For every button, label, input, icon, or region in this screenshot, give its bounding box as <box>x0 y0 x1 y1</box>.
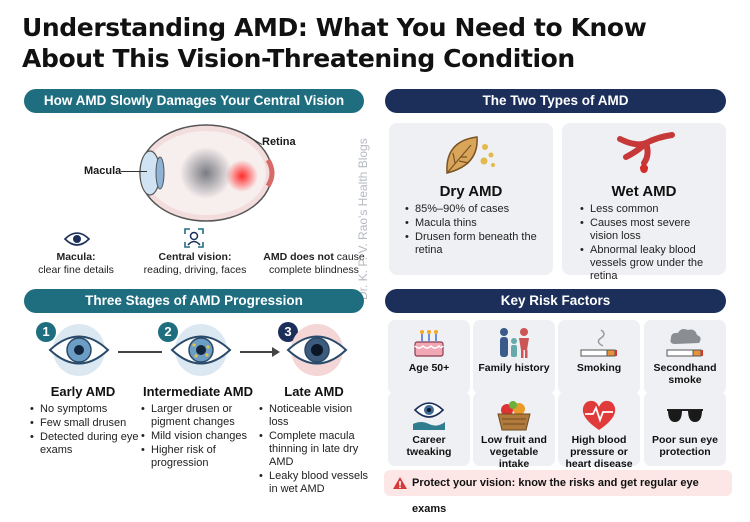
heart-pulse-icon <box>582 400 616 430</box>
risk-sun-protection: Poor sun eye protection <box>644 392 726 466</box>
list-item: Higher risk of progression <box>141 444 257 470</box>
stage-2-points: Larger drusen or pigment changes Mild vi… <box>141 403 257 471</box>
list-item: 85%–90% of cases <box>405 203 545 216</box>
stage-3-points: Noticeable vision loss Complete macula t… <box>259 403 371 497</box>
leaf-icon <box>446 136 495 174</box>
page-title: Understanding AMD: What You Need to Know… <box>22 12 732 74</box>
eye-cross-section-illustration <box>139 124 275 222</box>
list-item: Less common <box>580 203 720 216</box>
stage-number-3: 3 <box>278 322 298 342</box>
stage-3-title: Late AMD <box>284 384 344 399</box>
list-item: No symptoms <box>30 403 140 416</box>
retina-label: Retina <box>262 136 296 148</box>
list-item: Drusen form beneath the retina <box>405 231 545 257</box>
footer-text: Protect your vision: know the risks and … <box>412 477 699 515</box>
wet-amd-title: Wet AMD <box>611 183 677 200</box>
wet-amd-points: Less common Causes most severe vision lo… <box>580 203 720 284</box>
stage-number-2: 2 <box>158 322 178 342</box>
risk-family-history: Family history <box>473 320 555 394</box>
fact-central-vision: Central vision: reading, driving, faces <box>143 251 247 276</box>
smoke-cloud-icon <box>666 329 703 357</box>
cigarette-icon <box>580 329 617 357</box>
list-item: Mild vision changes <box>141 430 257 443</box>
list-item: Larger drusen or pigment changes <box>141 403 257 429</box>
fact-no-blindness: AMD does not cause complete blindness <box>263 251 365 276</box>
arrow-head-icon <box>272 347 280 357</box>
risk-smoking: Smoking <box>558 320 640 394</box>
list-item: Noticeable vision loss <box>259 403 371 429</box>
risk-age: Age 50+ <box>388 320 470 394</box>
damaged-eye-icon <box>286 324 348 376</box>
healthy-eye-icon <box>48 324 110 376</box>
progression-line <box>118 351 162 353</box>
list-item: Causes most severe vision loss <box>580 217 720 243</box>
risk-career: Career tweaking <box>388 392 470 466</box>
family-icon <box>500 328 529 358</box>
dry-amd-points: 85%–90% of cases Macula thins Drusen for… <box>405 203 545 258</box>
stage-1-points: No symptoms Few small drusen Detected du… <box>30 403 140 458</box>
eye-icon <box>64 232 90 246</box>
stage-number-1: 1 <box>36 322 56 342</box>
stage-2-title: Intermediate AMD <box>142 384 254 399</box>
title-line-2: About This Vision-Threatening Condition <box>22 44 575 73</box>
list-item: Complete macula thinning in late dry AMD <box>259 430 371 469</box>
blood-vessel-icon <box>617 132 675 173</box>
dry-amd-card: Dry AMD 85%–90% of cases Macula thins Dr… <box>389 123 553 275</box>
list-item: Abnormal leaky blood vessels grow under … <box>580 244 720 283</box>
damage-heading: How AMD Slowly Damages Your Central Visi… <box>24 89 364 113</box>
risk-heading: Key Risk Factors <box>385 289 726 313</box>
stage-1-title: Early AMD <box>50 384 116 399</box>
fruit-basket-icon <box>497 401 531 431</box>
risk-secondhand-smoke: Secondhand smoke <box>644 320 726 394</box>
face-scan-icon <box>184 228 204 248</box>
title-line-1: Understanding AMD: What You Need to Know <box>22 13 647 42</box>
drusen-eye-icon <box>170 324 232 376</box>
risk-low-fruit: Low fruit and vegetable intake <box>473 392 555 470</box>
list-item: Leaky blood vessels in wet AMD <box>259 470 371 496</box>
types-heading: The Two Types of AMD <box>385 89 726 113</box>
macula-pointer <box>121 171 147 172</box>
sunglasses-icon <box>667 409 703 422</box>
list-item: Detected during eye exams <box>30 431 140 457</box>
fact-macula: Macula: clear fine details <box>38 251 114 276</box>
birthday-cake-icon <box>414 330 444 357</box>
watermark: Dr. K. P. V. Rao's Health Blogs <box>356 138 370 300</box>
warning-icon <box>393 477 407 489</box>
dry-amd-title: Dry AMD <box>439 183 503 200</box>
risk-blood-pressure: High blood pressure or heart disease <box>558 392 640 470</box>
list-item: Few small drusen <box>30 417 140 430</box>
protect-vision-banner: Protect your vision: know the risks and … <box>384 470 732 515</box>
macula-label: Macula <box>84 165 122 177</box>
list-item: Macula thins <box>405 217 545 230</box>
progression-arrow <box>240 351 274 353</box>
stages-heading: Three Stages of AMD Progression <box>24 289 364 313</box>
wet-amd-card: Wet AMD Less common Causes most severe v… <box>562 123 726 282</box>
eye-in-hand-icon <box>413 402 445 430</box>
